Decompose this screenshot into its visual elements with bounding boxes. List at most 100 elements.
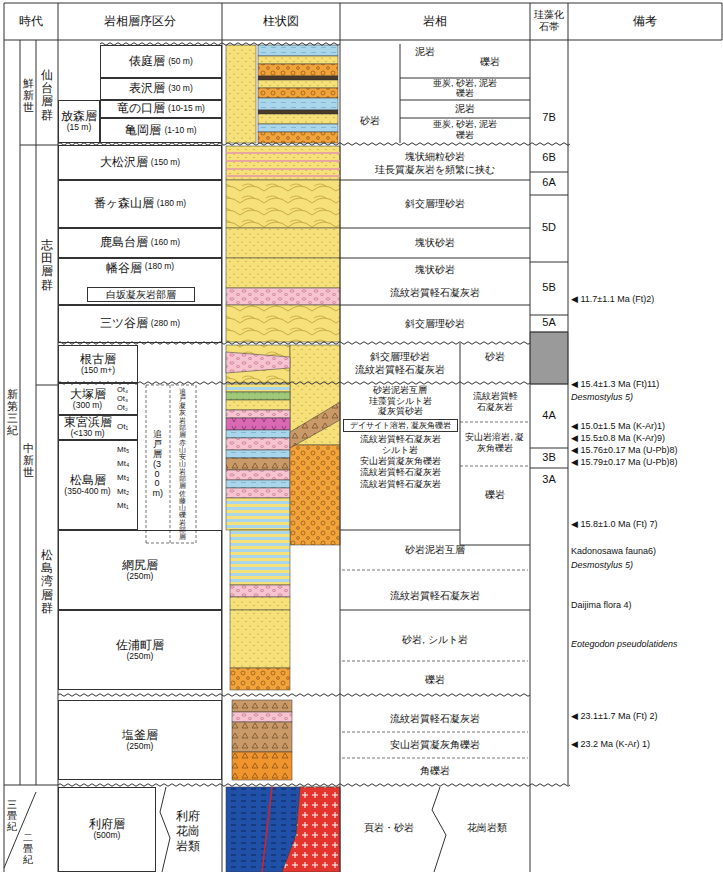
lithology-label: 流紋岩質軽石凝灰岩 (342, 479, 458, 490)
thickness-label: (<130 m) (70, 429, 104, 438)
subunit-label: Mt₂ (117, 487, 138, 497)
rock-layer (226, 438, 290, 450)
formation-name: 利府層 (89, 818, 125, 831)
lithology-label: 安山岩質凝灰角礫岩 (342, 456, 458, 467)
lithology-label: 安山岩溶岩, 凝灰角礫岩 (462, 432, 528, 455)
grid-line (460, 343, 461, 545)
rock-layer (258, 132, 338, 143)
formation-name: 大塚層 (70, 388, 106, 401)
epoch-label: 鮮新世 (23, 77, 34, 113)
grid-line (460, 545, 530, 546)
grid-line (4, 3, 722, 4)
grid-line (340, 228, 530, 229)
formation-box: 根古層(150 m+) (58, 345, 138, 383)
thickness-label: (150 m+) (81, 366, 115, 375)
subunit-label: Mt₄ (117, 459, 138, 469)
rock-layer (258, 124, 338, 132)
grid-line (400, 118, 530, 119)
lithology-label: 流紋岩質軽石凝灰岩 (342, 713, 528, 725)
formation-name: 網尻層 (122, 559, 158, 572)
formation-name: 鹿島台層 (100, 236, 148, 249)
thickness-label: (180 m) (145, 262, 174, 271)
remark-label: Eotegodon pseudolatidens (571, 639, 721, 650)
grid-line (568, 3, 569, 785)
rock-layer (226, 498, 290, 530)
grid-line (530, 172, 568, 173)
rock-layer (232, 722, 292, 752)
rock-layer (226, 450, 290, 458)
member-label: 追戸凝灰岩部層 (179, 388, 186, 438)
thickness-label: (150 m) (151, 158, 180, 167)
formation-box: 大松沢層(150 m) (58, 145, 222, 180)
grid-line (340, 610, 530, 611)
thickness-label: (160 m) (151, 238, 180, 247)
rock-layer (226, 305, 340, 342)
lithology-label: 亜炭, 砂岩, 泥岩 (402, 78, 528, 89)
grid-line (460, 466, 530, 467)
header-label: 岩相 (340, 14, 530, 29)
grid-line (342, 758, 528, 759)
member-label: 佐藤山礫岩部層 (179, 490, 186, 540)
grid-line (340, 180, 530, 181)
rock-layer (226, 470, 290, 480)
rock-layer (530, 332, 568, 384)
formation-box: 番ヶ森山層(180 m) (58, 180, 222, 228)
grid-line (340, 3, 341, 872)
rock-layer (226, 45, 256, 143)
rock-layer (226, 480, 290, 488)
diatom-zone: 3B (530, 451, 568, 465)
formation-box: 鹿島台層(160 m) (58, 228, 222, 258)
lithology-label: 流紋岩質軽石凝灰岩 (342, 364, 458, 376)
remark-label: ◀ 15.8±1.0 Ma (Ft) 7) (571, 519, 721, 530)
lithology-label: 流紋岩質軽石凝灰岩 (342, 467, 458, 478)
rock-layer (230, 585, 290, 597)
grid-line (226, 175, 340, 177)
formation-box: 俵庭層(50 m) (100, 45, 222, 78)
lithology-label: 珪長質凝灰岩を頻繁に挟む (342, 164, 528, 176)
era-label: 三畳紀 (7, 799, 17, 832)
grid-line (226, 168, 340, 170)
grid-line (20, 145, 58, 146)
lithology-label: 礫岩 (470, 56, 510, 68)
grid-line (530, 448, 568, 449)
rock-layer (226, 228, 340, 258)
era-label: 二畳紀 (23, 832, 33, 865)
formation-name: 根古層 (80, 353, 116, 366)
remark-label: Daijima flora 4) (571, 600, 721, 611)
lithology-label: 砂岩 (342, 115, 398, 127)
group-label: 松島湾層群 (41, 549, 53, 615)
lithology-label: 砂岩泥岩互層 (342, 385, 458, 396)
rock-layer (230, 597, 290, 610)
thickness-label: (15 m) (67, 123, 92, 132)
rock-layer (232, 712, 292, 722)
rock-layer (258, 76, 338, 80)
thickness-label: (280 m) (151, 319, 180, 328)
rock-layer (226, 400, 290, 410)
contact-line (432, 787, 446, 872)
rock-layer (226, 288, 340, 305)
formation-box: 利府層(500m) (58, 787, 156, 872)
formation-name: 竜の口層 (117, 102, 165, 115)
rock-body (226, 352, 290, 373)
lithology-label: 泥岩 (405, 46, 445, 58)
formation-box: 表沢層(30 m) (100, 78, 222, 100)
grid-line (340, 258, 530, 259)
member-box: 白坂凝灰岩部層 (87, 287, 195, 302)
formation-box: 塩釜層(250m) (58, 700, 222, 780)
grid-line (36, 40, 37, 785)
remark-label: ◀ 23.1±1.7 Ma (Ft) 2) (571, 711, 721, 722)
formation-name: 白坂凝灰岩部層 (106, 289, 176, 300)
grid-line (36, 385, 58, 386)
lithology-label: 亜炭, 砂岩, 泥岩 (402, 119, 528, 130)
grid-line (146, 385, 147, 543)
thickness-label: (300 m) (73, 401, 102, 410)
grid-line (262, 787, 272, 872)
rock-layer (258, 80, 338, 88)
formation-name: 三ツ谷層 (100, 317, 148, 330)
header-label: 珪藻化石帯 (533, 9, 565, 33)
formation-box: 幡谷層(180 m)白坂凝灰岩部層 (58, 258, 222, 305)
grid-line (530, 195, 568, 196)
rock-layer (230, 610, 290, 668)
unconformity-line (58, 694, 530, 697)
